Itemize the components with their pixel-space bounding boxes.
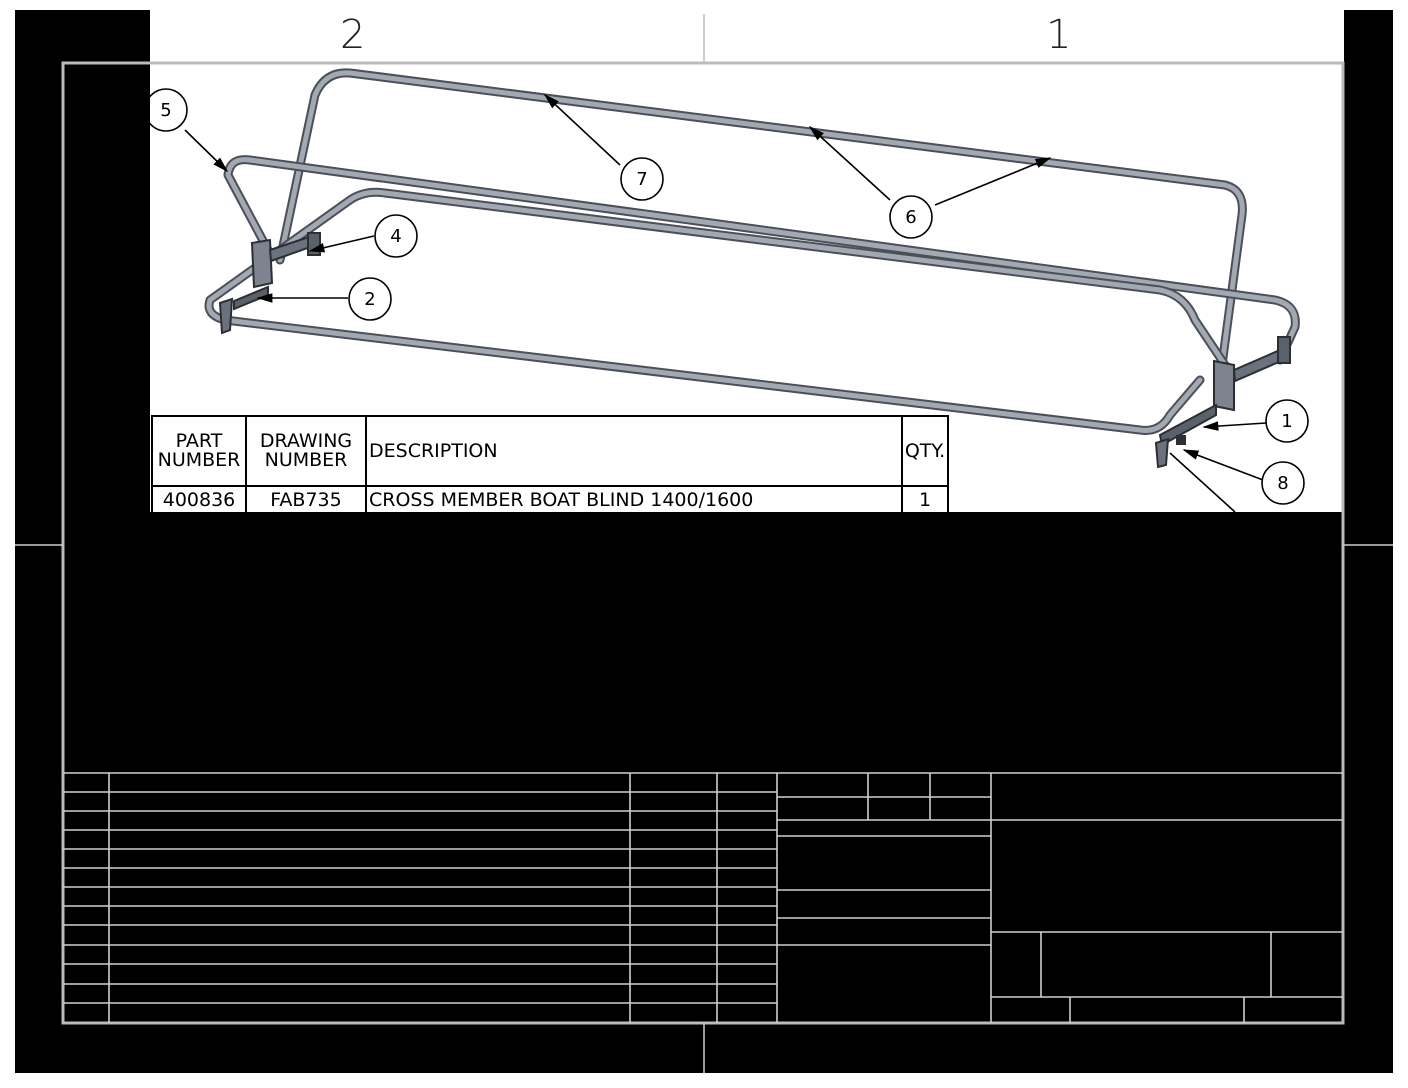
svg-text:1: 1 bbox=[1281, 411, 1292, 432]
left-mount-plate bbox=[250, 238, 274, 289]
balloon-5: 5 bbox=[150, 88, 188, 132]
bom-cell-part-number: 400836 bbox=[151, 485, 247, 512]
balloon-8: 8 bbox=[1261, 461, 1305, 505]
bom-cell-qty: 1 bbox=[901, 485, 949, 512]
right-mount-plate bbox=[1213, 359, 1235, 412]
bom-header-row: PART NUMBER DRAWING NUMBER DESCRIPTION Q… bbox=[151, 415, 949, 487]
svg-text:5: 5 bbox=[160, 100, 171, 121]
svg-text:6: 6 bbox=[905, 207, 916, 228]
upper-bow-frame bbox=[275, 68, 1247, 370]
bom-header-part-number: PART NUMBER bbox=[151, 415, 247, 487]
balloon-2: 2 bbox=[348, 277, 392, 321]
zone-label-2: 2 bbox=[340, 12, 366, 58]
left-foot-clamp bbox=[218, 297, 234, 335]
balloon-1: 1 bbox=[1265, 399, 1309, 443]
bom-row: 400836 FAB735 CROSS MEMBER BOAT BLIND 14… bbox=[151, 485, 949, 512]
zone-label-1: 1 bbox=[1046, 12, 1072, 58]
sheet-bottom-region bbox=[15, 512, 1393, 1073]
bom-cell-drawing-number: FAB735 bbox=[245, 485, 367, 512]
tube-frame-group bbox=[204, 68, 1300, 435]
bill-of-materials-table: PART NUMBER DRAWING NUMBER DESCRIPTION Q… bbox=[151, 415, 949, 512]
svg-text:2: 2 bbox=[364, 289, 375, 310]
balloon-4: 4 bbox=[374, 214, 418, 258]
bom-header-qty: QTY. bbox=[901, 415, 949, 487]
svg-text:7: 7 bbox=[636, 169, 647, 190]
bom-cell-description: CROSS MEMBER BOAT BLIND 1400/1600 bbox=[365, 485, 903, 512]
right-slide-block bbox=[1277, 336, 1291, 364]
drawing-view: 5 7 6 4 2 1 8 PART bbox=[150, 65, 1342, 512]
right-foot-knob bbox=[1176, 435, 1186, 445]
right-slide-rail bbox=[1232, 348, 1283, 383]
bom-header-drawing-number: DRAWING NUMBER bbox=[245, 415, 367, 487]
svg-text:4: 4 bbox=[390, 226, 401, 247]
balloon-7: 7 bbox=[620, 157, 664, 201]
bom-header-description: DESCRIPTION bbox=[365, 415, 903, 487]
svg-text:8: 8 bbox=[1277, 473, 1288, 494]
right-foot-clamp bbox=[1154, 437, 1170, 469]
left-slide-block bbox=[307, 232, 321, 256]
balloon-6: 6 bbox=[889, 195, 933, 239]
